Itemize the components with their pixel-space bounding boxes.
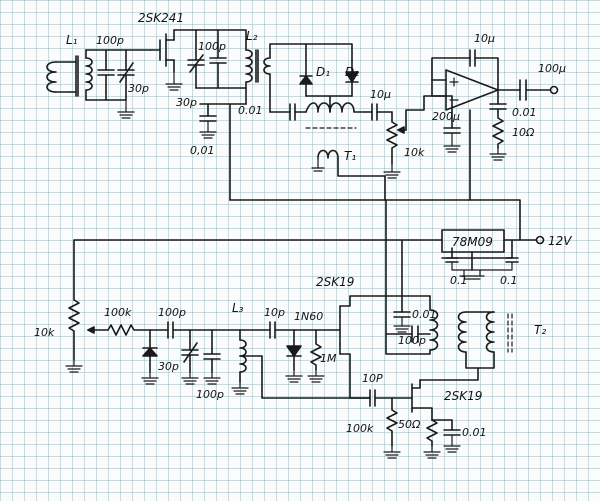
regulator bbox=[73, 199, 545, 301]
label-c-10u-b: 10μ bbox=[474, 32, 495, 45]
label-c-10p-a: 10p bbox=[264, 306, 285, 319]
label-c-10p-b: 10P bbox=[362, 372, 383, 385]
label-q1: 2SK241 bbox=[138, 11, 184, 25]
label-t1: T₁ bbox=[344, 149, 356, 163]
d3-1n60 bbox=[285, 329, 303, 383]
label-d3: 1N60 bbox=[294, 310, 323, 323]
label-c-01-b: 0.1 bbox=[500, 274, 518, 287]
c-10p-b bbox=[349, 389, 413, 407]
opamp-output bbox=[497, 79, 559, 101]
r-10k-a-pot bbox=[383, 95, 441, 179]
label-c-001-a: 0.01 bbox=[238, 104, 263, 117]
r-50ohm bbox=[423, 419, 441, 459]
label-c-30p-a: 30p bbox=[128, 82, 149, 95]
label-reg: 78M09 bbox=[452, 235, 493, 249]
label-c-001-c: 0.01 bbox=[512, 106, 537, 119]
q2-jfet bbox=[339, 295, 387, 399]
c-001-d bbox=[393, 295, 411, 333]
c-30p-c bbox=[181, 329, 199, 385]
q1-drain-net bbox=[173, 29, 247, 89]
q1-mosfet bbox=[149, 29, 183, 91]
c-001-bypass-a bbox=[199, 103, 247, 139]
feedback-network bbox=[431, 49, 499, 97]
c-100p-d bbox=[203, 329, 221, 385]
label-r-100k-a: 100k bbox=[104, 306, 132, 319]
label-c-10u-a: 10μ bbox=[370, 88, 391, 101]
label-l1: L₁ bbox=[66, 33, 78, 47]
label-q2: 2SK19 bbox=[316, 275, 354, 289]
label-r-10ohm: 10Ω bbox=[512, 126, 535, 139]
q3-jfet bbox=[411, 379, 433, 421]
label-r-10k-b: 10k bbox=[34, 326, 55, 339]
l3-coil bbox=[231, 329, 371, 399]
opamp bbox=[431, 69, 499, 111]
q2-drain-supply bbox=[385, 239, 431, 297]
t1-transformer bbox=[305, 95, 386, 201]
label-d2: D₂ bbox=[345, 65, 359, 79]
ground-l1 bbox=[117, 99, 135, 119]
label-c-100p-b: 100p bbox=[198, 40, 226, 53]
label-c-01-a: 0.1 bbox=[450, 274, 468, 287]
label-t2: T₂ bbox=[534, 323, 546, 337]
l1-coil bbox=[71, 49, 93, 101]
r-100k-b bbox=[383, 397, 401, 459]
label-r-100k-b: 100k bbox=[346, 422, 374, 435]
label-c-30p-b: 30p bbox=[176, 96, 197, 109]
label-c-001-b: 0,01 bbox=[190, 144, 215, 157]
c-10u-a bbox=[365, 103, 393, 121]
vcc-bus-right bbox=[469, 199, 521, 241]
label-c-100p-c: 100p bbox=[158, 306, 186, 319]
label-12v: 12V bbox=[548, 234, 572, 248]
c-001-e bbox=[431, 419, 461, 453]
c-001-series bbox=[269, 103, 307, 121]
antenna-loop bbox=[46, 61, 73, 93]
label-c-l1: 100p bbox=[96, 34, 124, 47]
label-c-001-e: 0.01 bbox=[462, 426, 487, 439]
label-r-50ohm: 50Ω bbox=[398, 418, 421, 431]
t2-tank bbox=[385, 295, 513, 381]
label-c-100p-e: 100p bbox=[398, 334, 426, 347]
label-r-10k-a: 10k bbox=[404, 146, 425, 159]
label-c-001-d: 0.01 bbox=[412, 308, 437, 321]
c-10p-a bbox=[239, 321, 341, 339]
c-200u bbox=[443, 95, 461, 153]
r-10k-b-pot bbox=[65, 299, 109, 373]
c-100p-c bbox=[149, 321, 241, 339]
label-q3: 2SK19 bbox=[444, 389, 482, 403]
r-1m bbox=[307, 329, 325, 383]
detector-diodes bbox=[269, 43, 359, 113]
varactor bbox=[141, 329, 159, 385]
l2-coil bbox=[245, 49, 271, 105]
label-d1: D₁ bbox=[316, 65, 330, 79]
label-c-30p-c: 30p bbox=[158, 360, 179, 373]
r-100k-a bbox=[107, 324, 151, 336]
label-l3: L₃ bbox=[232, 301, 244, 315]
label-c-100p-d: 100p bbox=[196, 388, 224, 401]
output-network bbox=[489, 89, 507, 161]
label-r-1m: 1M bbox=[320, 352, 337, 365]
label-c-200u: 200μ bbox=[432, 110, 460, 123]
label-l2: L₂ bbox=[246, 29, 258, 43]
label-c-100u: 100μ bbox=[538, 62, 566, 75]
